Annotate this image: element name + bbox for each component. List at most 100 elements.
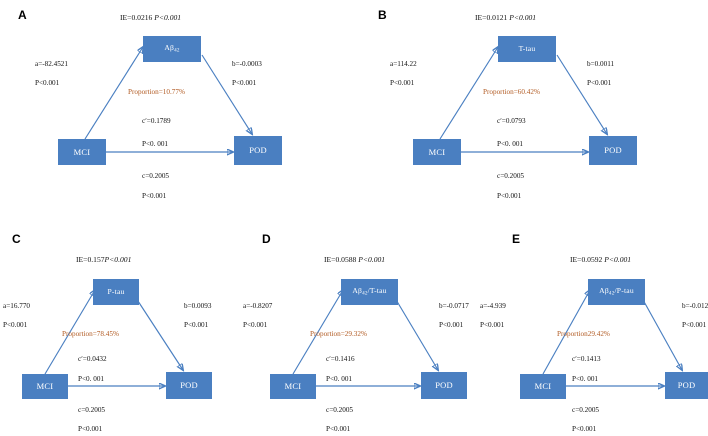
total-effect-pvalue: P<0.001 — [326, 425, 351, 433]
panel-letter-c: C — [12, 232, 21, 246]
indirect-effect-label: IE=0.0592 P<0.001 — [570, 255, 632, 264]
indirect-effect-label: IE=0.0216 P<0.001 — [120, 13, 182, 22]
direct-effect-pvalue: P<0. 001 — [142, 140, 169, 148]
node-mediator: T-tau — [498, 36, 556, 62]
ie-p-value: P<0.001 — [104, 255, 132, 264]
total-effect-coefficient: c=0.2005 — [572, 406, 600, 414]
path-a-pvalue: P<0.001 — [243, 321, 268, 329]
direct-effect-pvalue: P<0. 001 — [78, 375, 105, 383]
node-predictor: MCI — [413, 139, 461, 165]
path-b-coefficient: b=-0.0717 — [439, 302, 469, 310]
node-mediator: Aβ42/P-tau — [588, 279, 645, 305]
node-predictor: MCI — [270, 374, 316, 399]
panel-a: A Aβ42 MCI POD IE=0.0216 P<0.001 a=-82.4… — [0, 0, 354, 218]
path-b-arrow — [135, 297, 183, 370]
node-mediator: Aβ42 — [143, 36, 201, 62]
panel-e: E Aβ42/P-tau MCI POD IE=0.0592 P<0.001 a… — [460, 228, 708, 436]
indirect-effect-label: IE=0.0588 P<0.001 — [324, 255, 386, 264]
panel-a-edges — [84, 0, 354, 218]
node-outcome: POD — [166, 372, 212, 399]
direct-effect-coefficient: cʹ=0.0793 — [497, 117, 526, 125]
path-b-arrow — [641, 297, 682, 370]
path-a-pvalue: P<0.001 — [480, 321, 505, 329]
node-mediator-label: Aβ42/T-tau — [352, 286, 387, 297]
path-b-coefficient: b=-0.012 — [682, 302, 708, 310]
node-outcome-label: POD — [677, 380, 696, 391]
indirect-effect-label: IE=0.0121 P<0.001 — [475, 13, 537, 22]
direct-effect-coefficient: cʹ=0.1416 — [326, 355, 355, 363]
path-b-coefficient: b=0.0093 — [184, 302, 212, 310]
direct-effect-coefficient: cʹ=0.1413 — [572, 355, 601, 363]
total-effect-coefficient: c=0.2005 — [142, 172, 170, 180]
total-effect-pvalue: P<0.001 — [142, 192, 167, 200]
path-b-pvalue: P<0.001 — [232, 79, 257, 87]
panel-b: B T-tau MCI POD IE=0.0121 P<0.001 a=114.… — [360, 0, 708, 218]
node-outcome-label: POD — [249, 145, 267, 156]
direct-effect-pvalue: P<0. 001 — [497, 140, 524, 148]
panel-b-edges — [439, 0, 708, 218]
node-mediator-label: T-tau — [518, 44, 536, 54]
path-a-coefficient: a=114.22 — [390, 60, 417, 68]
path-a-pvalue: P<0.001 — [35, 79, 60, 87]
node-predictor-label: MCI — [284, 381, 302, 392]
path-a-coefficient: a=-0.8207 — [243, 302, 273, 310]
node-predictor: MCI — [58, 139, 106, 165]
mediation-proportion: Proportion=29.32% — [310, 330, 367, 338]
node-outcome-label: POD — [604, 145, 622, 156]
path-a-coefficient: a=-82.4521 — [35, 60, 68, 68]
total-effect-pvalue: P<0.001 — [572, 425, 597, 433]
node-outcome-label: POD — [435, 380, 453, 391]
direct-effect-pvalue: P<0. 001 — [572, 375, 599, 383]
mediation-proportion: Proportion=60.42% — [483, 88, 540, 96]
node-outcome: POD — [234, 136, 282, 165]
node-predictor-label: MCI — [428, 146, 446, 157]
ie-p-value: P<0.001 — [154, 13, 182, 22]
node-mediator: P-tau — [93, 279, 139, 305]
panel-letter-b: B — [378, 8, 387, 22]
path-a-coefficient: a=16.770 — [3, 302, 31, 310]
node-mediator-label: Aβ42 — [164, 43, 180, 54]
direct-effect-pvalue: P<0. 001 — [326, 375, 353, 383]
mediation-proportion: Proportion=78.45% — [62, 330, 119, 338]
node-predictor: MCI — [22, 374, 68, 399]
path-a-pvalue: P<0.001 — [390, 79, 415, 87]
path-b-arrow — [394, 297, 438, 370]
direct-effect-coefficient: cʹ=0.0432 — [78, 355, 107, 363]
node-mediator: Aβ42/T-tau — [341, 279, 398, 305]
path-b-pvalue: P<0.001 — [439, 321, 464, 329]
total-effect-coefficient: c=0.2005 — [497, 172, 525, 180]
mediation-proportion: Proportion29.42% — [557, 330, 610, 338]
ie-p-value: P<0.001 — [358, 255, 386, 264]
node-outcome: POD — [589, 136, 637, 165]
path-b-pvalue: P<0.001 — [682, 321, 707, 329]
total-effect-pvalue: P<0.001 — [497, 192, 522, 200]
path-b-pvalue: P<0.001 — [587, 79, 612, 87]
node-predictor-label: MCI — [73, 146, 91, 157]
node-outcome: POD — [421, 372, 467, 399]
node-predictor-label: MCI — [36, 381, 54, 392]
node-predictor-label: MCI — [534, 381, 552, 392]
total-effect-coefficient: c=0.2005 — [78, 406, 106, 414]
path-a-pvalue: P<0.001 — [3, 321, 28, 329]
panel-d: D Aβ42/T-tau MCI POD IE=0.0588 P<0.001 a… — [240, 228, 488, 436]
panel-letter-a: A — [18, 8, 27, 22]
path-a-coefficient: a=-4.939 — [480, 302, 506, 310]
path-b-coefficient: b=-0.0003 — [232, 60, 262, 68]
direct-effect-coefficient: cʹ=0.1789 — [142, 117, 171, 125]
panel-letter-e: E — [512, 232, 521, 246]
node-outcome: POD — [665, 372, 708, 399]
ie-p-value: P<0.001 — [509, 13, 537, 22]
panel-letter-d: D — [262, 232, 271, 246]
node-mediator-label: P-tau — [107, 287, 125, 297]
indirect-effect-label: IE=0.157P<0.001 — [76, 255, 132, 264]
total-effect-coefficient: c=0.2005 — [326, 406, 354, 414]
node-predictor: MCI — [520, 374, 566, 399]
mediation-proportion: Proportion=10.77% — [128, 88, 185, 96]
node-mediator-label: Aβ42/P-tau — [599, 286, 634, 297]
total-effect-pvalue: P<0.001 — [78, 425, 103, 433]
path-b-coefficient: b=0.0011 — [587, 60, 615, 68]
path-b-pvalue: P<0.001 — [184, 321, 209, 329]
panel-c: C P-tau MCI POD IE=0.157P<0.001 a=16.770… — [0, 228, 248, 436]
node-outcome-label: POD — [180, 380, 198, 391]
ie-p-value: P<0.001 — [604, 255, 632, 264]
